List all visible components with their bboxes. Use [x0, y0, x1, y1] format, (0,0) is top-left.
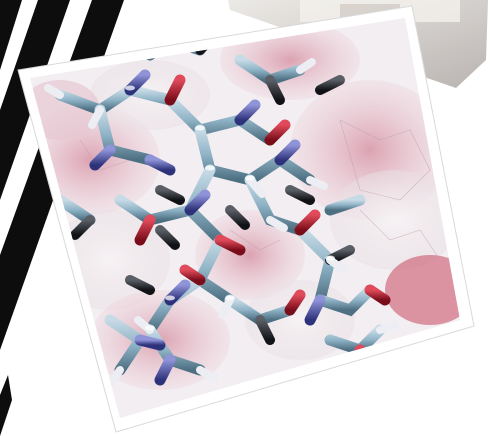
- molecule-photo: [17, 5, 475, 433]
